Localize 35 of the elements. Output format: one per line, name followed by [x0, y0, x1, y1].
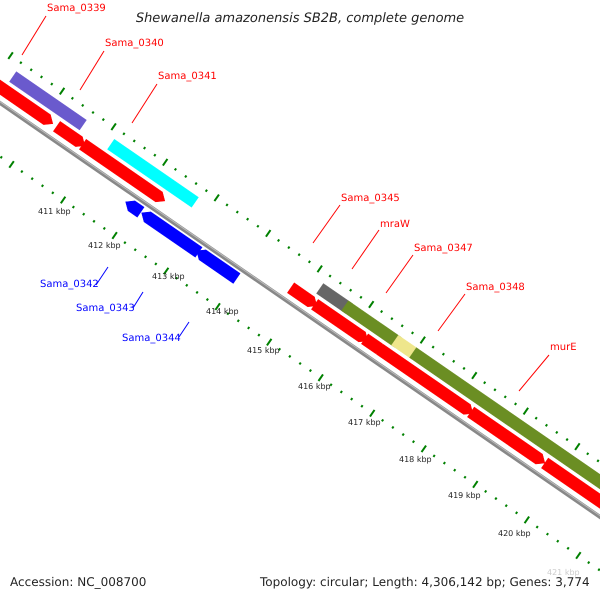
gene-label: Sama_0347: [414, 244, 473, 254]
gene-label: Sama_0339: [47, 4, 106, 14]
scale-label: 411 kbp: [38, 208, 71, 216]
info-text: Accession: NC_008700: [10, 576, 146, 588]
leader-line: [352, 230, 380, 270]
leader-line: [22, 16, 46, 56]
title: Shewanella amazonensis SB2B, complete genome: [134, 12, 466, 25]
leader-line: [438, 294, 466, 332]
gene-label: Sama_0340: [105, 39, 164, 49]
leader-line: [178, 322, 190, 338]
leader-line: [132, 292, 144, 308]
scale-label: 418 kbp: [399, 456, 432, 464]
scale-label: 413 kbp: [152, 273, 185, 281]
info-text: Topology: circular; Length: 4,306,142 bp; Genes: 3,774: [260, 576, 590, 588]
scale-label: 416 kbp: [298, 383, 331, 391]
scale-label: 419 kbp: [448, 492, 481, 500]
leader-line: [132, 84, 158, 124]
scale-label: 417 kbp: [348, 419, 381, 427]
leader-line: [386, 254, 414, 294]
leader-line: [80, 50, 104, 90]
gene-label: Sama_0348: [466, 283, 525, 293]
scale-label: 414 kbp: [206, 308, 239, 316]
leader-line: [518, 354, 550, 392]
scale-label: 415 kbp: [247, 347, 280, 355]
scale-label: 420 kbp: [498, 530, 531, 538]
leader-line: [96, 266, 108, 286]
gene-label: Sama_0341: [158, 72, 217, 82]
gene-label: Sama_0345: [341, 194, 400, 204]
gene-label: mraW: [380, 220, 410, 230]
gene-label: Sama_0344: [122, 334, 181, 344]
leader-line: [312, 204, 340, 244]
gene-label: Sama_0343: [76, 304, 135, 314]
gene-label: Sama_0342: [40, 280, 99, 290]
scale-label: 412 kbp: [88, 242, 121, 250]
gene-label: murE: [550, 343, 577, 353]
